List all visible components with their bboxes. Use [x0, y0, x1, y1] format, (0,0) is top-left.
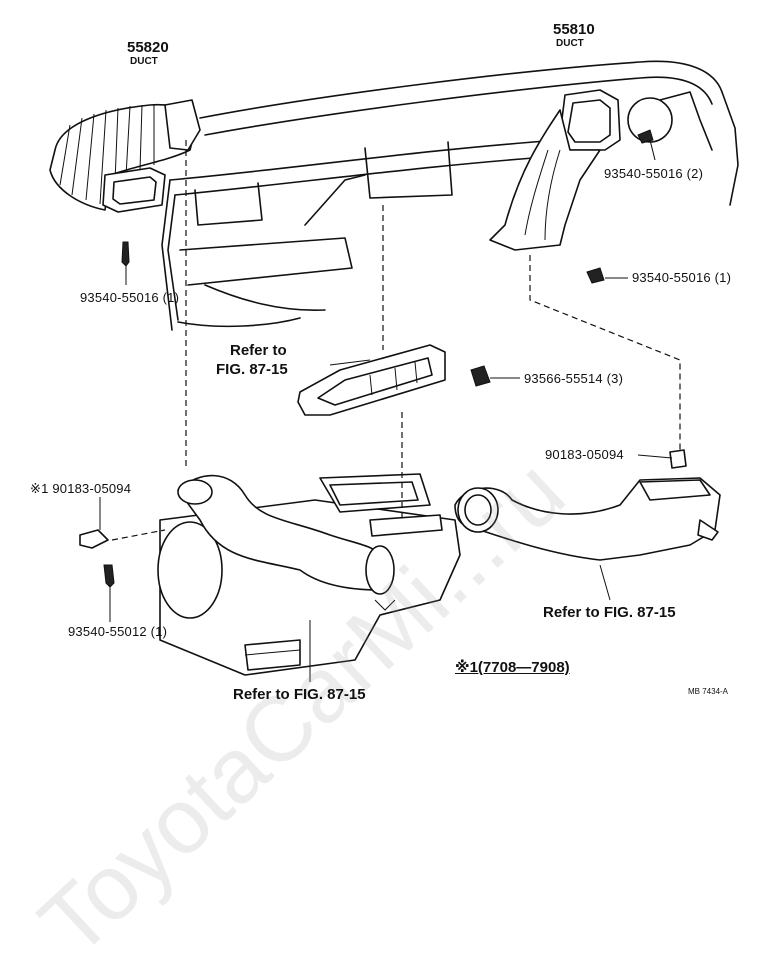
lower-right-duct	[454, 477, 721, 561]
refer-center-top-line1: Refer to	[230, 342, 287, 359]
parts-diagram: ToyotaCarMi...ru 55820 DUCT 55810 DUCT 9…	[21, 21, 739, 975]
clip-left-label: ※1 90183-05094	[30, 481, 132, 496]
screw-right-top-label: 93540-55016 (2)	[604, 166, 704, 181]
diagram-drawing	[49, 60, 739, 682]
screw-right-mid-label: 93540-55016 (1)	[632, 270, 732, 285]
duct-right-number: 55810	[553, 21, 595, 38]
center-vent-part	[297, 344, 446, 416]
refer-bottom-label: Refer to FIG. 87-15	[233, 686, 366, 703]
duct-left-number: 55820	[127, 39, 169, 56]
duct-right-name: DUCT	[556, 38, 584, 49]
dashboard-outline	[161, 60, 739, 331]
drawing-code: MB 7434-A	[688, 687, 729, 696]
fasteners	[79, 129, 687, 588]
duct-left-name: DUCT	[130, 56, 158, 67]
heater-unit	[157, 473, 461, 676]
screw-left-label: 93540-55016 (1)	[80, 290, 180, 305]
note-range: ※1(7708—7908)	[455, 659, 570, 676]
duct-55820	[49, 99, 201, 213]
clip-right-label: 90183-05094	[545, 447, 624, 462]
screw-center-label: 93566-55514 (3)	[524, 371, 624, 386]
refer-center-top-line2: FIG. 87-15	[216, 361, 288, 378]
refer-right-label: Refer to FIG. 87-15	[543, 604, 676, 621]
leader-lines	[99, 139, 673, 682]
dashed-alignment-lines	[111, 140, 681, 541]
screw-lower-left-label: 93540-55012 (1)	[68, 624, 168, 639]
duct-55810	[489, 89, 621, 251]
